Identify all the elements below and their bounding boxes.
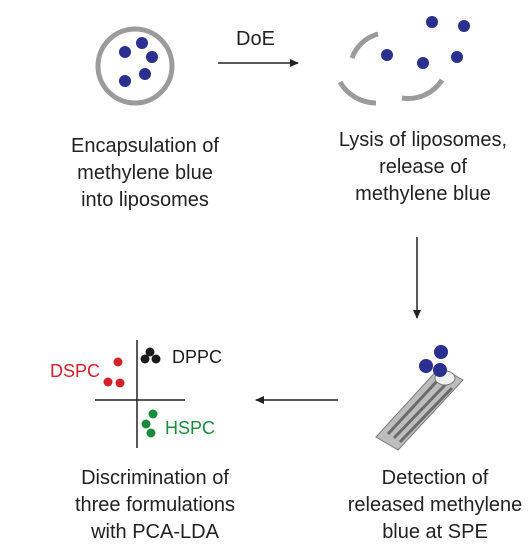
dppc-point xyxy=(145,347,155,357)
dye-dot xyxy=(136,37,148,49)
electrode-track xyxy=(386,378,440,436)
dye-dot xyxy=(426,16,438,28)
caption-discrimination: Discrimination of three formulations wit… xyxy=(40,465,270,546)
caption-line: methylene blue xyxy=(355,183,491,205)
dye-dot xyxy=(119,46,131,58)
hspc-point xyxy=(141,419,151,429)
dye-dot xyxy=(119,75,131,87)
doe-label: DoE xyxy=(236,28,275,50)
caption-line: three formulations xyxy=(74,494,236,516)
membrane-fragment xyxy=(337,80,377,106)
dye-dot xyxy=(417,57,429,69)
liposome-membrane xyxy=(95,26,175,106)
dye-dot xyxy=(434,345,448,359)
membrane-fragment xyxy=(349,31,379,59)
dppc-point xyxy=(151,354,161,364)
caption-lysis: Lysis of liposomes, release of methylene… xyxy=(318,127,528,208)
dspc-point xyxy=(115,378,125,388)
pca-lda-plot xyxy=(95,340,185,448)
caption-line: Encapsulation of xyxy=(71,135,219,157)
dye-dot xyxy=(139,68,151,80)
electrode-track xyxy=(398,386,454,444)
hspc-point xyxy=(148,409,158,419)
dye-dot xyxy=(381,49,393,61)
dye-dot xyxy=(458,20,470,32)
electrode-track xyxy=(392,382,448,440)
liposome-lysed xyxy=(337,16,470,106)
screen-printed-electrode xyxy=(375,345,464,451)
hspc-point xyxy=(146,428,156,438)
caption-line: blue at SPE xyxy=(382,521,488,543)
caption-line: Discrimination of xyxy=(81,467,229,489)
dye-dot xyxy=(146,51,158,63)
caption-detection: Detection of released methylene blue at … xyxy=(340,465,530,546)
dye-dot xyxy=(451,51,463,63)
caption-line: into liposomes xyxy=(81,189,209,211)
dye-dot xyxy=(419,359,433,373)
liposome-intact xyxy=(95,26,175,106)
dspc-point xyxy=(103,377,113,387)
caption-line: released methylene xyxy=(347,494,523,516)
caption-line: Lysis of liposomes, xyxy=(338,129,508,151)
dye-dot xyxy=(433,363,447,377)
dppc-label: DPPC xyxy=(172,347,223,367)
caption-encapsulation: Encapsulation of methylene blue into lip… xyxy=(55,133,235,214)
dspc-point xyxy=(113,357,123,367)
caption-line: release of xyxy=(379,156,467,178)
membrane-fragment xyxy=(401,78,445,101)
dppc-point xyxy=(140,354,150,364)
caption-line: methylene blue xyxy=(77,162,213,184)
caption-line: with PCA-LDA xyxy=(91,521,219,543)
hspc-label: HSPC xyxy=(165,418,216,438)
dspc-label: DSPC xyxy=(50,361,101,381)
caption-line: Detection of xyxy=(381,467,489,489)
